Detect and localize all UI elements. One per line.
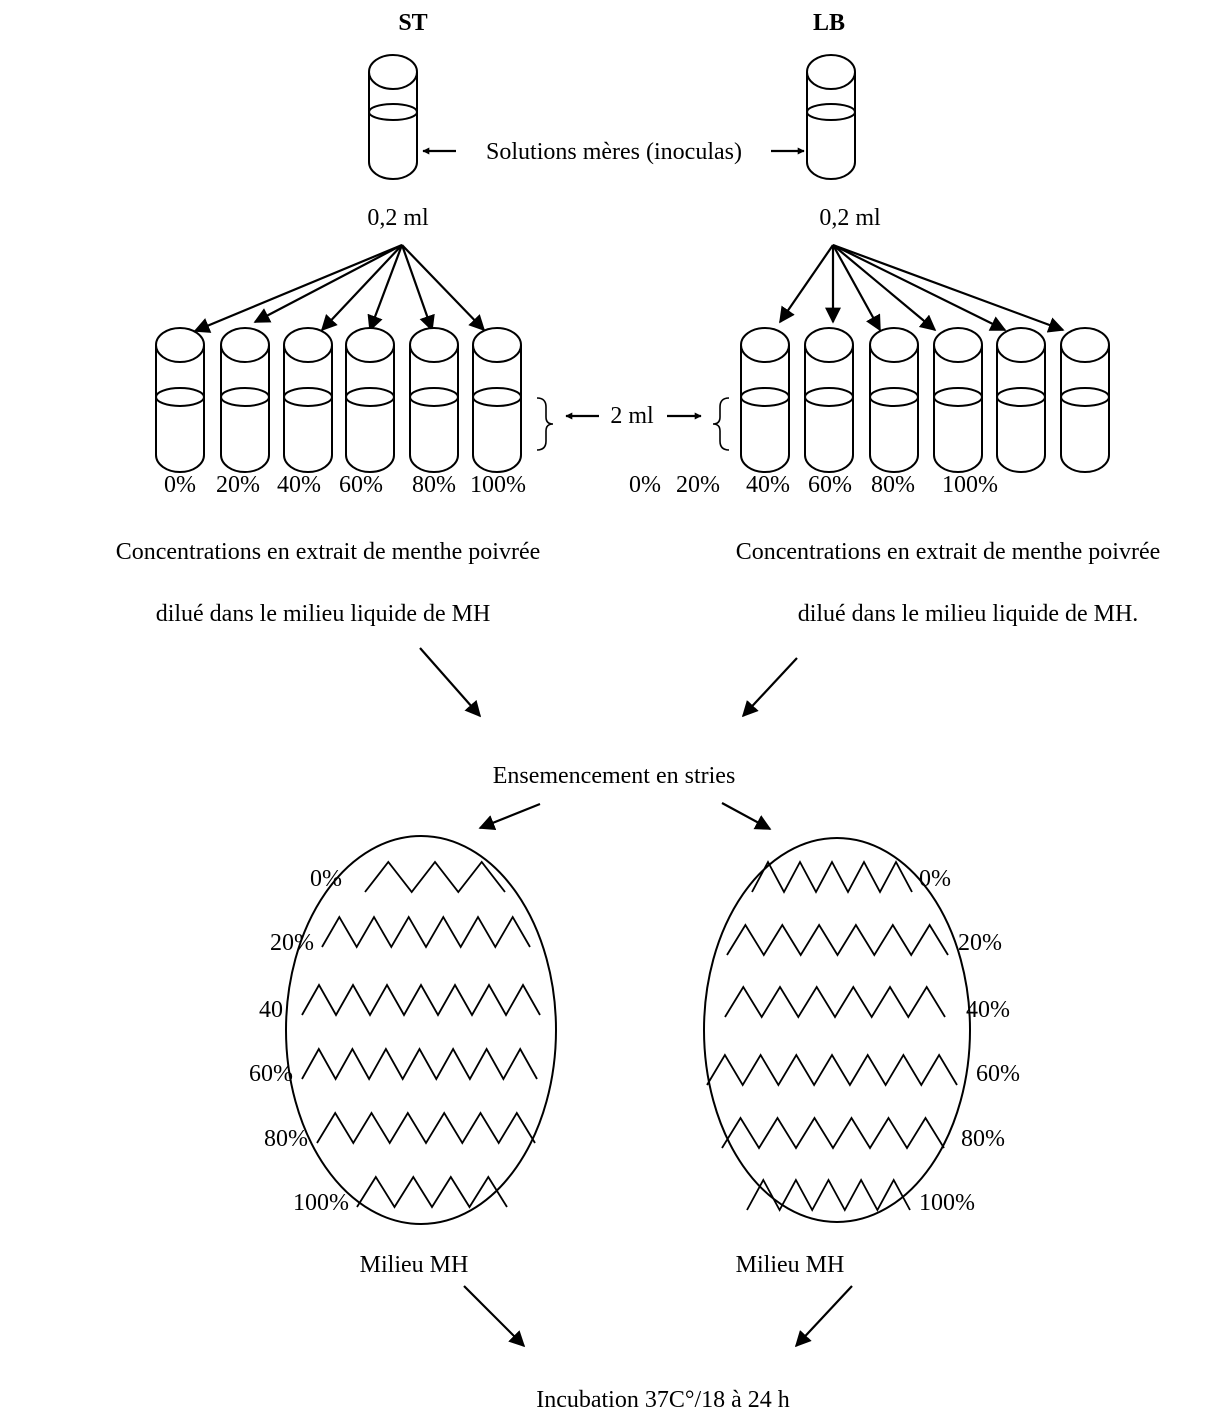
right-stock-tube	[806, 54, 857, 180]
right-tube-1	[804, 327, 855, 473]
right-tube-percent-0: 0%	[629, 472, 661, 498]
right-plate-percent-5: 100%	[919, 1190, 975, 1216]
medium-volume-label: 2 ml	[610, 403, 654, 429]
streaking-to-right-plate-arrow	[721, 802, 772, 830]
left-to-incubation-arrow	[463, 1285, 526, 1348]
right-streak-4	[721, 1116, 945, 1150]
left-streak-lines	[301, 860, 541, 1209]
right-streak-lines	[706, 860, 958, 1212]
right-petri-dish	[703, 837, 971, 1223]
right-caption-line1: Concentrations en extrait de menthe poiv…	[736, 539, 1161, 565]
right-strain-label: LB	[813, 10, 845, 36]
right-caption-line2: dilué dans le milieu liquide de MH.	[798, 601, 1139, 627]
right-tube-2	[869, 327, 920, 473]
right-tube-percent-2: 40%	[746, 472, 790, 498]
stock-solutions-label: Solutions mères (inoculas)	[486, 139, 742, 165]
left-plate-caption: Milieu MH	[360, 1252, 469, 1278]
left-stock-tube	[368, 54, 419, 180]
right-tube-3	[933, 327, 984, 473]
right-plate-percent-3: 60%	[976, 1061, 1020, 1087]
right-streak-5	[746, 1178, 911, 1212]
left-tube-percent-0: 0%	[164, 472, 196, 498]
left-volume-brace	[536, 397, 554, 451]
left-tube-0	[155, 327, 206, 473]
left-strain-label: ST	[398, 10, 427, 36]
right-streak-1	[726, 923, 949, 957]
left-streak-4	[316, 1111, 536, 1145]
right-tube-5	[1060, 327, 1111, 473]
left-tube-1	[220, 327, 271, 473]
left-plate-percent-labels: 0% 20% 40 60% 80% 100%	[249, 866, 349, 1216]
left-tube-3	[345, 327, 396, 473]
streaking-to-left-plate-arrow	[478, 802, 541, 831]
right-tube-percent-labels: 0% 20% 40% 60% 80% 100%	[629, 472, 998, 498]
left-volume-label: 0,2 ml	[367, 205, 429, 231]
left-plate-percent-5: 100%	[293, 1190, 349, 1216]
left-dispense-arrows	[193, 243, 486, 333]
right-plate-percent-2: 40%	[966, 997, 1010, 1023]
incubation-label: Incubation 37C°/18 à 24 h	[536, 1387, 790, 1413]
right-streak-0	[751, 860, 913, 894]
left-caption-line2: dilué dans le milieu liquide de MH	[156, 601, 491, 627]
left-plate-percent-4: 80%	[264, 1126, 308, 1152]
left-tube-percent-labels: 0% 20% 40% 60% 80% 100%	[164, 472, 526, 498]
left-tube-2	[283, 327, 334, 473]
left-plate-percent-2: 40	[259, 997, 283, 1023]
left-petri-dish	[285, 835, 557, 1225]
left-tube-4	[409, 327, 460, 473]
left-plate-percent-1: 20%	[270, 930, 314, 956]
right-tube-percent-3: 60%	[808, 472, 852, 498]
left-caption-line1: Concentrations en extrait de menthe poiv…	[116, 539, 541, 565]
left-plate-percent-0: 0%	[310, 866, 342, 892]
right-dispense-arrows	[779, 243, 1065, 333]
right-plate-caption: Milieu MH	[736, 1252, 845, 1278]
streaking-label: Ensemencement en stries	[493, 763, 736, 789]
right-dilution-tubes	[740, 327, 1111, 473]
left-tube-percent-4: 80%	[412, 472, 456, 498]
left-dilution-tubes	[155, 327, 523, 473]
left-streak-5	[356, 1175, 508, 1209]
left-streak-2	[301, 983, 541, 1017]
right-volume-brace	[712, 397, 730, 451]
left-plate-percent-3: 60%	[249, 1061, 293, 1087]
left-streak-3	[301, 1047, 538, 1081]
left-tube-percent-2: 40%	[277, 472, 321, 498]
left-to-streaking-arrow	[419, 647, 482, 718]
right-tube-percent-1: 20%	[676, 472, 720, 498]
right-tube-0	[740, 327, 791, 473]
right-plate-percent-labels: 0% 20% 40% 60% 80% 100%	[919, 866, 1020, 1216]
left-tube-percent-3: 60%	[339, 472, 383, 498]
left-tube-percent-1: 20%	[216, 472, 260, 498]
left-streak-0	[364, 860, 506, 894]
left-tube-5	[472, 327, 523, 473]
right-tube-percent-5: 100%	[942, 472, 998, 498]
right-tube-percent-4: 80%	[871, 472, 915, 498]
right-plate-percent-0: 0%	[919, 866, 951, 892]
right-volume-label: 0,2 ml	[819, 205, 881, 231]
right-streak-2	[724, 985, 946, 1019]
left-streak-1	[321, 915, 531, 949]
right-plate-percent-4: 80%	[961, 1126, 1005, 1152]
right-to-incubation-arrow	[794, 1285, 853, 1348]
left-tube-percent-5: 100%	[470, 472, 526, 498]
right-streak-3	[706, 1053, 958, 1087]
right-tube-4	[996, 327, 1047, 473]
right-plate-percent-1: 20%	[958, 930, 1002, 956]
right-to-streaking-arrow	[741, 657, 798, 718]
